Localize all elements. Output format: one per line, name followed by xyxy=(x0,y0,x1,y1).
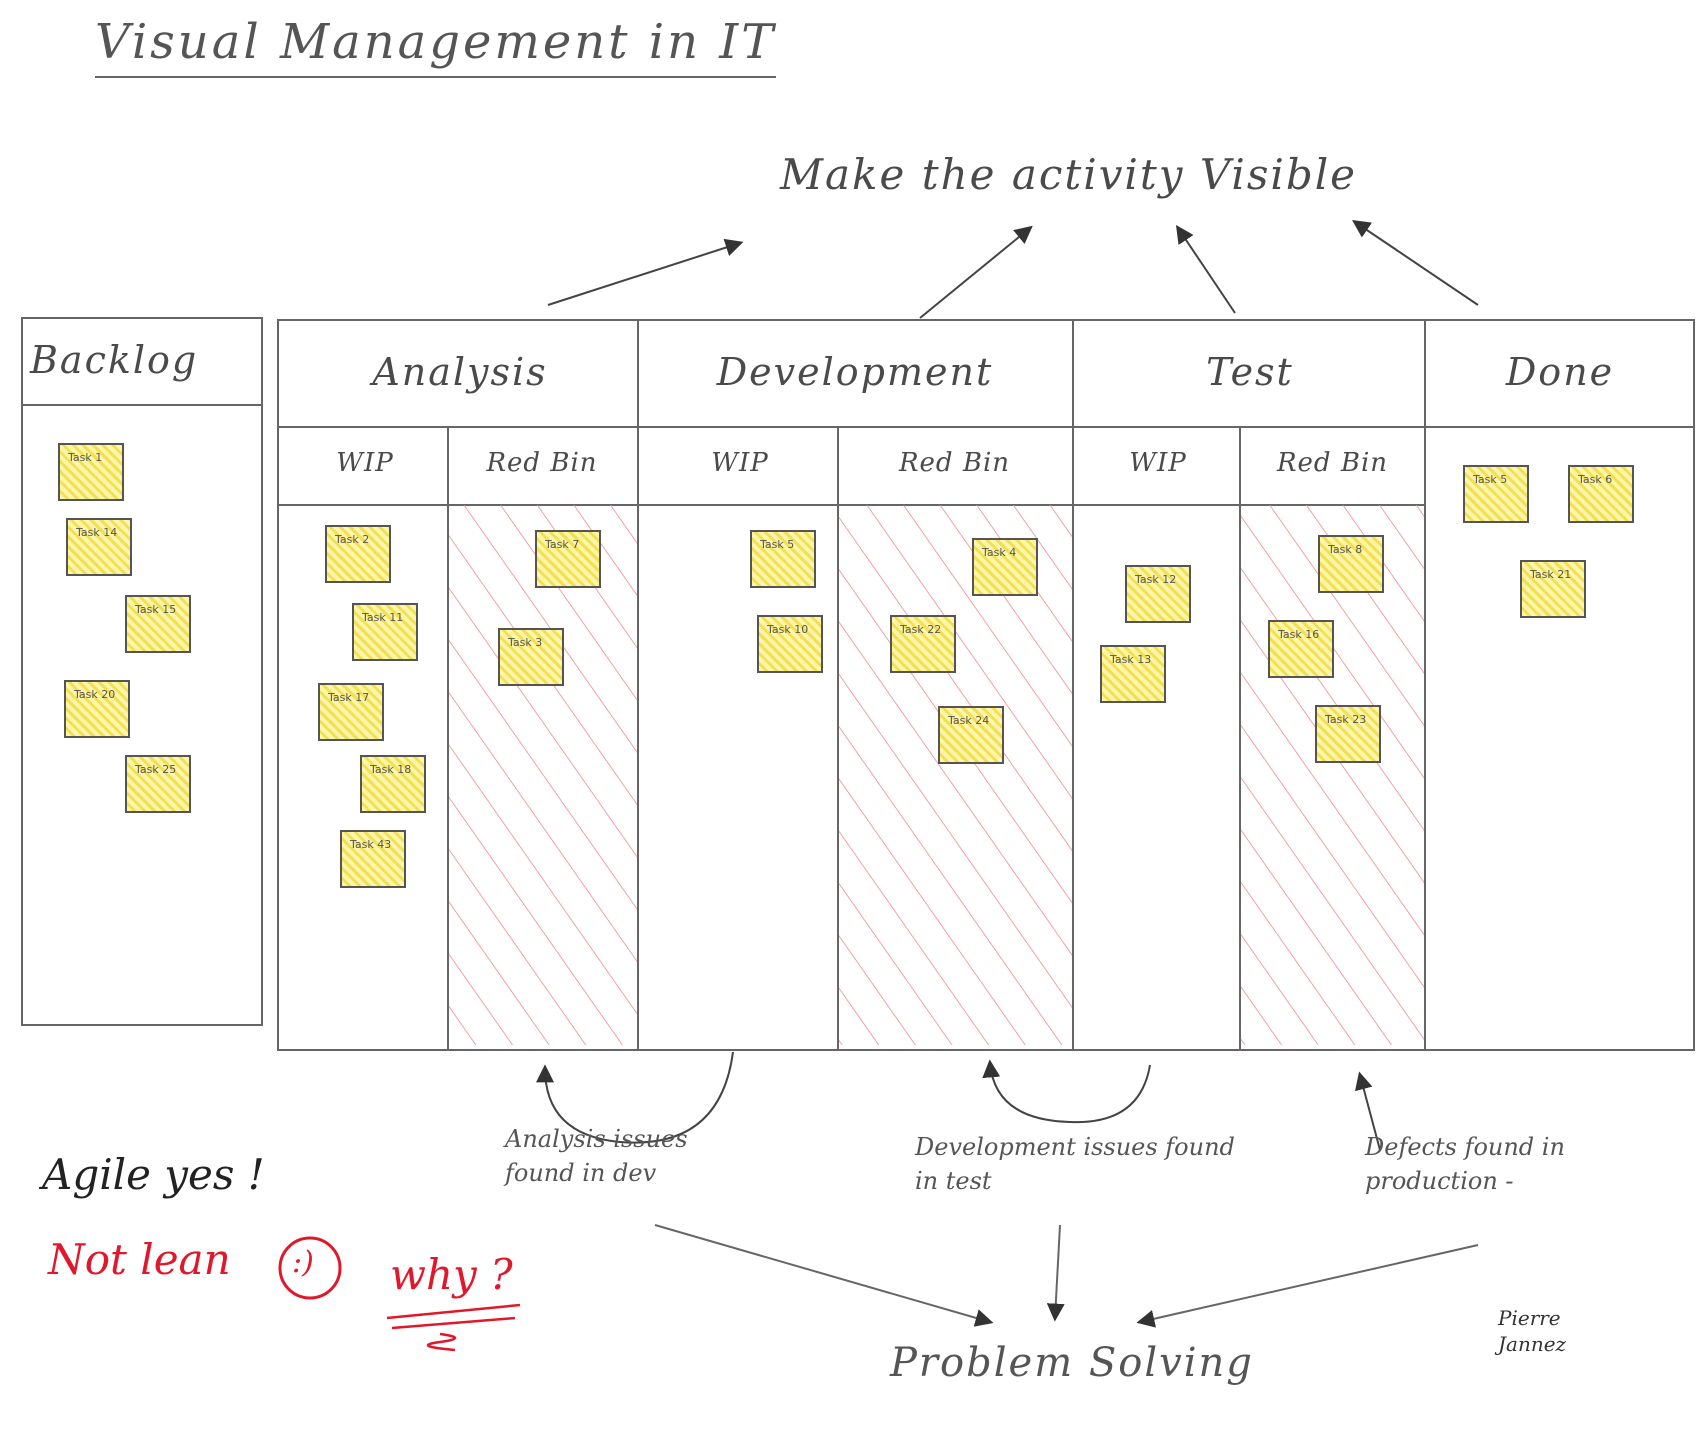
task-card[interactable]: Task 6 xyxy=(1568,465,1634,523)
smiley-face-text: :) xyxy=(292,1245,314,1280)
why-underline xyxy=(386,1303,521,1352)
not-lean-text: Not lean xyxy=(48,1235,231,1284)
problem-solving-label: Problem Solving xyxy=(890,1340,1254,1386)
task-card[interactable]: Task 25 xyxy=(125,755,191,813)
task-card[interactable]: Task 8 xyxy=(1318,535,1384,593)
subheader-development-wip: WIP xyxy=(711,448,769,478)
why-text: why ? xyxy=(390,1250,513,1299)
task-card[interactable]: Task 14 xyxy=(66,518,132,576)
arrow-production-to-test-redbin xyxy=(1355,1071,1381,1151)
task-card[interactable]: Task 20 xyxy=(64,680,130,738)
task-card[interactable]: Task 16 xyxy=(1268,620,1334,678)
task-card[interactable]: Task 5 xyxy=(1463,465,1529,523)
arrow-test-to-dev-redbin xyxy=(982,1059,1151,1124)
task-card[interactable]: Task 4 xyxy=(972,538,1038,596)
arrow-dev-to-analysis-redbin xyxy=(536,1051,734,1144)
arrow-development-to-visible xyxy=(919,225,1033,319)
task-card[interactable]: Task 12 xyxy=(1125,565,1191,623)
task-card[interactable]: Task 21 xyxy=(1520,560,1586,618)
arrow-analysis-notes-to-problem xyxy=(654,1224,994,1327)
task-card[interactable]: Task 18 xyxy=(360,755,426,813)
task-card[interactable]: Task 23 xyxy=(1315,705,1381,763)
note-defects-production: Defects found in production - xyxy=(1365,1133,1565,1195)
task-card[interactable]: Task 7 xyxy=(535,530,601,588)
column-header-development: Development xyxy=(716,350,994,394)
agile-yes-text: Agile yes ! xyxy=(42,1150,265,1199)
arrow-dev-notes-to-problem xyxy=(1046,1224,1065,1322)
task-card[interactable]: Task 3 xyxy=(498,628,564,686)
task-card[interactable]: Task 5 xyxy=(750,530,816,588)
task-card[interactable]: Task 1 xyxy=(58,443,124,501)
column-header-test: Test xyxy=(1206,350,1294,394)
task-card[interactable]: Task 13 xyxy=(1100,645,1166,703)
task-card[interactable]: Task 24 xyxy=(938,706,1004,764)
task-card[interactable]: Task 11 xyxy=(352,603,418,661)
subheader-analysis-redbin: Red Bin xyxy=(486,448,598,478)
diagram-title: Visual Management in IT xyxy=(95,14,777,78)
arrow-test-to-visible xyxy=(1175,225,1236,314)
column-header-analysis: Analysis xyxy=(372,350,548,394)
subheader-development-redbin: Red Bin xyxy=(898,448,1011,478)
task-card[interactable]: Task 15 xyxy=(125,595,191,653)
task-card[interactable]: Task 22 xyxy=(890,615,956,673)
task-card[interactable]: Task 2 xyxy=(325,525,391,583)
board-frame xyxy=(277,319,1695,1051)
diagram-subtitle: Make the activity Visible xyxy=(780,150,1358,199)
task-card[interactable]: Task 17 xyxy=(318,683,384,741)
redbin-hatch-test xyxy=(1240,505,1425,1045)
note-analysis-issues: Analysis issues found in dev xyxy=(505,1125,688,1187)
subheader-test-wip: WIP xyxy=(1129,448,1187,478)
subheader-analysis-wip: WIP xyxy=(336,448,394,478)
note-development-issues: Development issues found in test xyxy=(915,1133,1235,1195)
smiley-icon xyxy=(278,1236,342,1300)
subheader-test-redbin: Red Bin xyxy=(1276,448,1389,478)
column-header-done: Done xyxy=(1505,350,1615,394)
arrow-defect-notes-to-problem xyxy=(1136,1244,1479,1328)
arrow-analysis-to-visible xyxy=(547,238,744,306)
backlog-frame xyxy=(21,317,263,1026)
task-card[interactable]: Task 43 xyxy=(340,830,406,888)
backlog-header: Backlog xyxy=(30,338,199,382)
signature: Pierre Jannez xyxy=(1498,1306,1567,1356)
redbin-hatch-analysis xyxy=(448,505,638,1045)
task-card[interactable]: Task 10 xyxy=(757,615,823,673)
arrow-done-to-visible xyxy=(1352,219,1479,306)
